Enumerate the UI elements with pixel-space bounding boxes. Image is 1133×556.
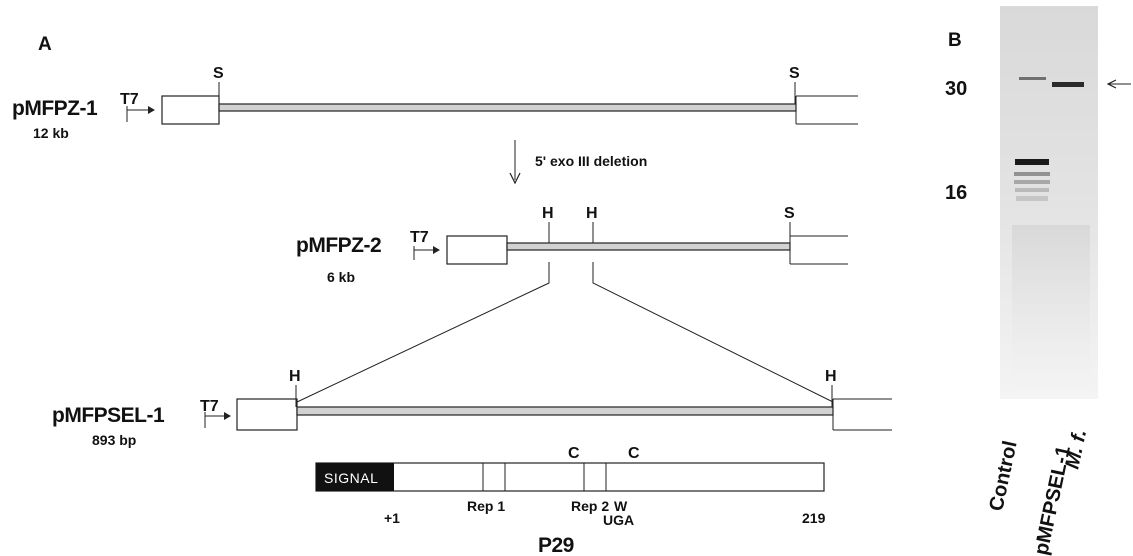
arrowhead-icon <box>433 246 440 254</box>
site-label-h: H <box>586 205 598 222</box>
site-label-h: H <box>289 368 301 385</box>
construct-size: 893 bp <box>92 432 136 448</box>
construct-name: pMFPZ-2 <box>296 234 381 257</box>
marker-30: 30 <box>945 78 967 100</box>
construct-pmfpsel-1: pMFPSEL-1 893 bp T7 H H <box>52 368 892 448</box>
vector-block-left <box>237 399 297 430</box>
arrowhead-icon <box>148 106 155 114</box>
insert-bar <box>507 243 790 250</box>
band-faint <box>1016 196 1048 201</box>
promoter-arrow-icon <box>127 106 148 122</box>
deletion-label: 5' exo III deletion <box>535 153 647 169</box>
construct-name: pMFPSEL-1 <box>52 404 165 427</box>
promoter-label: T7 <box>120 91 139 108</box>
promoter-arrow-icon <box>414 246 433 260</box>
insert-bar <box>297 407 833 415</box>
cysteine-label: C <box>568 445 580 462</box>
band-16-sel <box>1015 159 1049 165</box>
site-label-s: S <box>789 65 800 82</box>
promoter-label: T7 <box>410 229 429 246</box>
selenocysteine-codon: UGA <box>603 512 634 528</box>
site-label-h: H <box>825 368 837 385</box>
vector-block-right <box>796 96 858 124</box>
band-faint <box>1014 180 1050 184</box>
promoter-label: T7 <box>200 398 219 415</box>
band-30-sel <box>1019 77 1046 80</box>
gel-smear <box>1012 225 1090 395</box>
band-faint <box>1014 172 1050 176</box>
construct-size: 6 kb <box>327 269 355 285</box>
lane-label-control: Control <box>985 439 1021 513</box>
panel-a-label: A <box>38 34 52 55</box>
construct-pmfpz-1: pMFPZ-1 12 kb T7 S S <box>12 65 858 141</box>
residue-start: +1 <box>384 510 400 526</box>
gel-image <box>1000 6 1098 399</box>
vector-block-left <box>162 96 219 124</box>
marker-16: 16 <box>945 182 967 204</box>
site-label-h: H <box>542 205 554 222</box>
band-faint <box>1015 188 1049 192</box>
construct-size: 12 kb <box>33 125 69 141</box>
site-label-s: S <box>213 65 224 82</box>
cysteine-label: C <box>628 445 640 462</box>
expansion-line-right <box>593 262 833 402</box>
residue-end: 219 <box>802 510 826 526</box>
construct-pmfpz-2: pMFPZ-2 6 kb T7 H H S <box>296 205 848 285</box>
lane-label-mf: M. f. <box>1061 427 1091 471</box>
site-label-s: S <box>784 205 795 222</box>
insert-bar <box>219 104 796 111</box>
panel-b-label: B <box>948 30 962 51</box>
signal-label: SIGNAL <box>324 470 378 486</box>
protein-name: P29 <box>538 534 574 556</box>
construct-name: pMFPZ-1 <box>12 97 98 120</box>
vector-block-right <box>790 236 848 264</box>
repeat-label: Rep 1 <box>467 498 505 514</box>
protein-p29: SIGNAL C C +1 Rep 1 Rep 2 W UGA 219 P29 <box>316 445 826 556</box>
band-30-mf <box>1052 82 1084 87</box>
vector-block-left <box>447 236 507 264</box>
vector-block-right <box>833 399 892 430</box>
arrowhead-icon <box>224 412 231 420</box>
